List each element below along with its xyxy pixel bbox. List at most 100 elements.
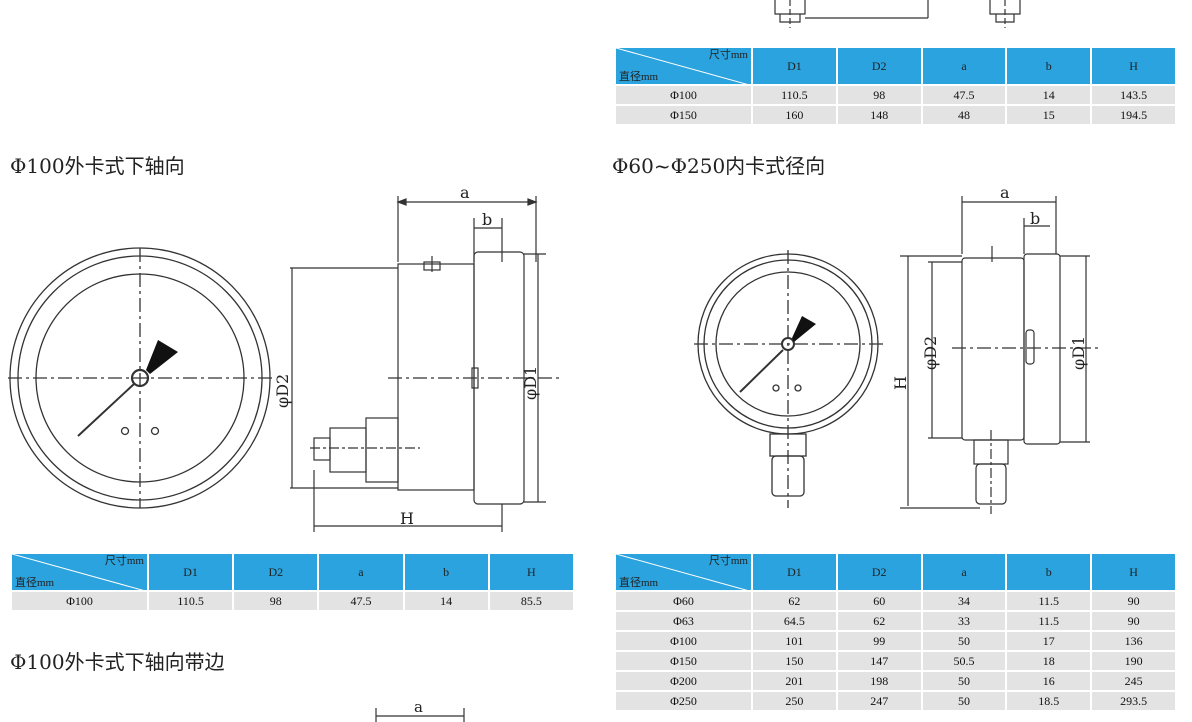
table-cell-d2: 62 bbox=[835, 610, 923, 632]
table-corner-cell: 尺寸mm 直径mm bbox=[614, 46, 753, 86]
col-header-d2: D2 bbox=[835, 46, 923, 86]
table-cell-d2: 198 bbox=[835, 670, 923, 692]
dim-label-b: b bbox=[482, 210, 492, 229]
table-cell-dia: Φ200 bbox=[614, 670, 753, 692]
table-corner-cell: 尺寸mm 直径mm bbox=[10, 552, 149, 592]
table-cell-a: 47.5 bbox=[920, 84, 1008, 106]
table-cell-d1: 160 bbox=[751, 104, 838, 126]
table-cell-h: 136 bbox=[1090, 630, 1177, 652]
table-cell-b: 11.5 bbox=[1005, 610, 1093, 632]
heading-axial-bottom-flange: Φ100外卡式下轴向带边 bbox=[10, 650, 225, 674]
table-cell-d2: 98 bbox=[835, 84, 923, 106]
gauge-front-view-right bbox=[694, 250, 886, 508]
col-header-a: a bbox=[920, 552, 1008, 592]
table-cell-d1: 64.5 bbox=[751, 610, 838, 632]
table-cell-b: 17 bbox=[1005, 630, 1093, 652]
table-cell-d1: 110.5 bbox=[146, 590, 235, 612]
gauge-needle-icon bbox=[792, 316, 816, 342]
table-cell-d2: 148 bbox=[835, 104, 923, 126]
table-cell-h: 190 bbox=[1090, 650, 1177, 672]
col-header-d2: D2 bbox=[835, 552, 923, 592]
table-cell-d1: 110.5 bbox=[751, 84, 838, 106]
table-cell-d1: 201 bbox=[751, 670, 838, 692]
dim-label-a: a bbox=[1000, 183, 1010, 202]
table-cell-dia: Φ150 bbox=[614, 104, 753, 126]
dim-label-d1: φD1 bbox=[521, 366, 540, 400]
table-cell-a: 48 bbox=[920, 104, 1008, 126]
table-cell-dia: Φ60 bbox=[614, 590, 753, 612]
table-cell-d1: 101 bbox=[751, 630, 838, 652]
table-cell-d2: 99 bbox=[835, 630, 923, 652]
col-header-a: a bbox=[920, 46, 1008, 86]
top-drawing-fragment bbox=[774, 0, 1021, 28]
table-cell-b: 14 bbox=[1005, 84, 1093, 106]
table-cell-d1: 250 bbox=[751, 690, 838, 712]
col-header-d1: D1 bbox=[751, 46, 838, 86]
table-cell-d2: 247 bbox=[835, 690, 923, 712]
table-cell-dia: Φ63 bbox=[614, 610, 753, 632]
table-cell-b: 18.5 bbox=[1005, 690, 1093, 712]
dim-label-h: H bbox=[400, 509, 414, 528]
dim-label-a: a bbox=[414, 698, 423, 716]
col-header-b: b bbox=[402, 552, 490, 592]
table-cell-a: 50.5 bbox=[920, 650, 1008, 672]
table-cell-b: 16 bbox=[1005, 670, 1093, 692]
table-cell-h: 293.5 bbox=[1090, 690, 1177, 712]
heading-axial-bottom: Φ100外卡式下轴向 bbox=[10, 154, 185, 178]
table-cell-a: 50 bbox=[920, 690, 1008, 712]
table-cell-d1: 62 bbox=[751, 590, 838, 612]
table-cell-d2: 98 bbox=[232, 590, 320, 612]
table-cell-a: 33 bbox=[920, 610, 1008, 632]
dim-label-d2: φD2 bbox=[921, 336, 940, 370]
table-corner-cell: 尺寸mm 直径mm bbox=[614, 552, 753, 592]
table-cell-h: 85.5 bbox=[487, 590, 576, 612]
table-cell-dia: Φ150 bbox=[614, 650, 753, 672]
col-header-b: b bbox=[1005, 46, 1093, 86]
col-header-h: H bbox=[487, 552, 576, 592]
dim-label-b: b bbox=[1030, 209, 1040, 228]
gauge-side-view-left: a b φD2 φD1 H bbox=[273, 183, 560, 532]
col-header-d1: D1 bbox=[146, 552, 235, 592]
heading-radial-inner: Φ60~Φ250内卡式径向 bbox=[612, 154, 826, 178]
table-cell-a: 50 bbox=[920, 630, 1008, 652]
table-cell-d2: 60 bbox=[835, 590, 923, 612]
table-cell-h: 90 bbox=[1090, 590, 1177, 612]
table-cell-d2: 147 bbox=[835, 650, 923, 672]
table-cell-a: 47.5 bbox=[317, 590, 405, 612]
table-cell-h: 90 bbox=[1090, 610, 1177, 632]
table-cell-a: 50 bbox=[920, 670, 1008, 692]
gauge-needle-icon bbox=[146, 340, 178, 374]
table-cell-h: 194.5 bbox=[1090, 104, 1177, 126]
table-cell-b: 15 bbox=[1005, 104, 1093, 126]
table-cell-b: 11.5 bbox=[1005, 590, 1093, 612]
col-header-d2: D2 bbox=[232, 552, 320, 592]
col-header-d1: D1 bbox=[751, 552, 838, 592]
col-header-a: a bbox=[317, 552, 405, 592]
table-cell-h: 245 bbox=[1090, 670, 1177, 692]
dim-label-h: H bbox=[891, 376, 910, 390]
table-cell-h: 143.5 bbox=[1090, 84, 1177, 106]
table-cell-dia: Φ100 bbox=[614, 630, 753, 652]
table-cell-d1: 150 bbox=[751, 650, 838, 672]
col-header-b: b bbox=[1005, 552, 1093, 592]
dim-label-d2: φD2 bbox=[273, 374, 292, 408]
table-cell-b: 14 bbox=[402, 590, 490, 612]
col-header-h: H bbox=[1090, 552, 1177, 592]
gauge-side-view-right: a b H φD2 φD1 bbox=[891, 183, 1098, 514]
dim-label-d1: φD1 bbox=[1069, 336, 1088, 370]
table-cell-dia: Φ250 bbox=[614, 690, 753, 712]
dim-label-a: a bbox=[460, 183, 470, 202]
table-cell-dia: Φ100 bbox=[10, 590, 149, 612]
